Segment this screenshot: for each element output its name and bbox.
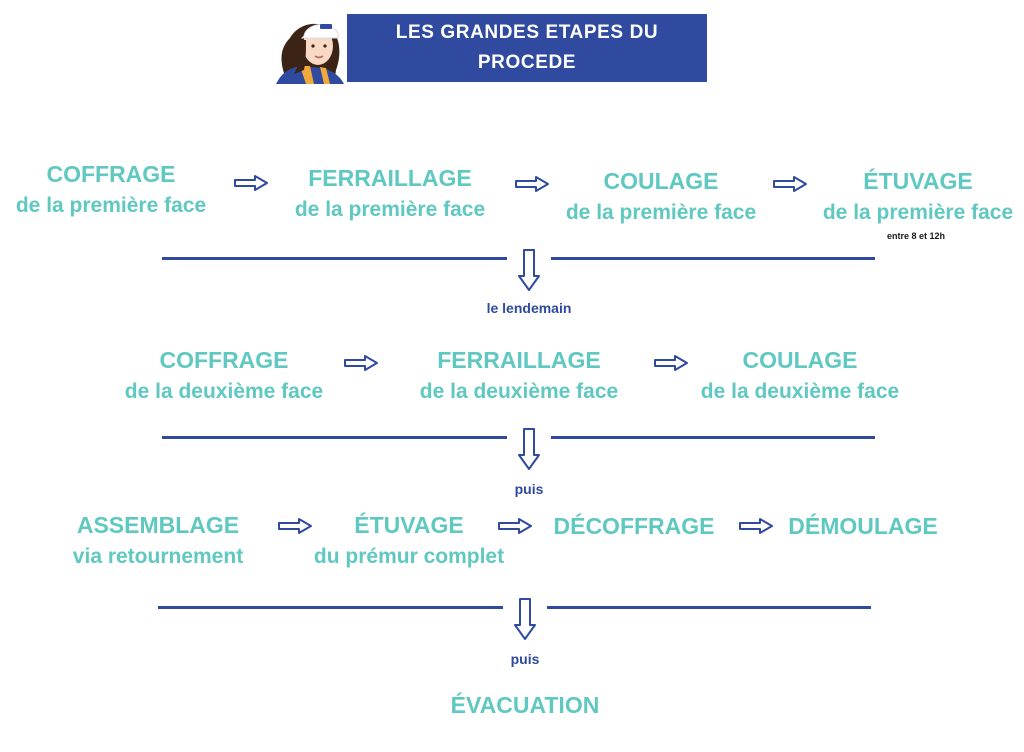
arrow-right-icon (498, 518, 532, 534)
transition-label: le lendemain (486, 300, 572, 316)
header-title-line2: PROCEDE (477, 52, 577, 73)
arrow-right-icon (344, 355, 378, 371)
step-subtitle: de la deuxième face (124, 380, 324, 403)
step-title: FERRAILLAGE (308, 165, 472, 191)
arrow-right-icon (515, 176, 549, 192)
arrow-down-icon (518, 249, 540, 291)
header-title-line1: LES GRANDES ETAPES DU (395, 22, 659, 43)
divider-right (551, 257, 875, 260)
step-decoffrage: DÉCOFFRAGE (554, 510, 715, 542)
arrow-right-icon (739, 518, 773, 534)
transition-label: puis (510, 651, 540, 667)
step-title: ÉTUVAGE (863, 168, 973, 194)
step-ferraillage-face2: FERRAILLAGE de la deuxième face (420, 344, 618, 408)
step-title: COULAGE (742, 347, 858, 373)
step-subtitle: de la première face (822, 201, 1014, 224)
arrow-right-icon (773, 176, 807, 192)
arrow-right-icon (234, 175, 268, 191)
step-subtitle: de la première face (15, 194, 207, 217)
step-coulage-face1: COULAGE de la première face (566, 165, 756, 229)
step-subtitle: via retournement (72, 545, 244, 568)
step-title: COFFRAGE (46, 161, 176, 187)
step-title: ÉTUVAGE (354, 512, 464, 538)
step-etuvage-premur: ÉTUVAGE du prémur complet (314, 509, 504, 573)
step-coffrage-face2: COFFRAGE de la deuxième face (125, 344, 323, 408)
step-coulage-face2: COULAGE de la deuxième face (701, 344, 899, 408)
arrow-right-icon (278, 518, 312, 534)
step-title: ÉVACUATION (450, 692, 600, 718)
step-subtitle: de la première face (294, 198, 486, 221)
step-subtitle: de la deuxième face (419, 380, 619, 403)
divider-left (162, 257, 507, 260)
step-title: COFFRAGE (159, 347, 289, 373)
step-etuvage-face1: ÉTUVAGE de la première face (823, 165, 1013, 229)
divider-right (551, 436, 875, 439)
arrow-right-icon (654, 355, 688, 371)
arrow-down-icon (514, 598, 536, 640)
step-assemblage: ASSEMBLAGE via retournement (73, 509, 243, 573)
etuvage-duration-note: entre 8 et 12h (887, 231, 946, 241)
step-title: DÉMOULAGE (788, 513, 938, 539)
divider-left (162, 436, 507, 439)
divider-right (547, 606, 871, 609)
divider-left (158, 606, 503, 609)
step-ferraillage-face1: FERRAILLAGE de la première face (295, 162, 485, 226)
step-demoulage: DÉMOULAGE (788, 510, 938, 542)
step-title: COULAGE (603, 168, 719, 194)
worker-avatar-icon (276, 23, 344, 84)
step-title: FERRAILLAGE (437, 347, 601, 373)
step-title: DÉCOFFRAGE (553, 513, 715, 539)
step-subtitle: de la deuxième face (700, 380, 900, 403)
transition-label: puis (514, 481, 544, 497)
step-title: ASSEMBLAGE (76, 512, 240, 538)
step-evacuation: ÉVACUATION (451, 689, 600, 721)
step-coffrage-face1: COFFRAGE de la première face (16, 158, 206, 222)
step-subtitle: du prémur complet (313, 545, 505, 568)
step-subtitle: de la première face (565, 201, 757, 224)
header-banner: LES GRANDES ETAPES DU PROCEDE (347, 14, 707, 82)
arrow-down-icon (518, 428, 540, 470)
